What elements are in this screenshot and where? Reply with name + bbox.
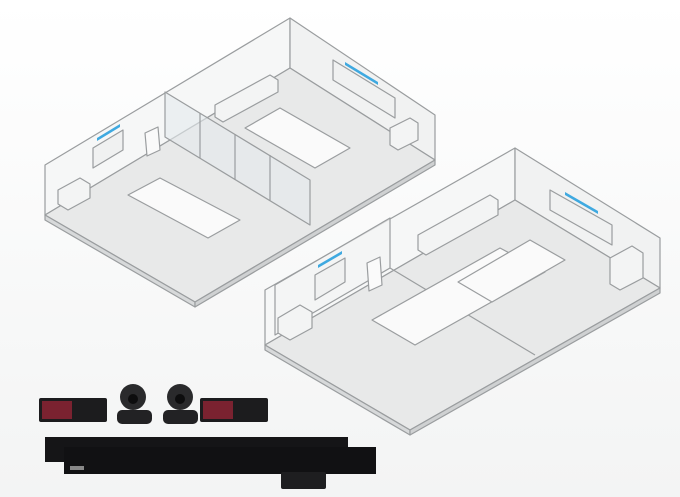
touch-panel xyxy=(39,398,107,422)
video-bar xyxy=(64,447,376,474)
compute-box xyxy=(281,472,326,489)
room-right xyxy=(264,147,661,436)
room-left xyxy=(44,17,436,308)
display-screen xyxy=(332,59,396,119)
display-screen xyxy=(314,257,346,301)
glass-partition xyxy=(164,91,311,226)
credenza xyxy=(57,177,91,211)
flipchart xyxy=(366,256,383,292)
credenza xyxy=(389,117,419,151)
ptz-camera xyxy=(117,384,152,424)
credenza xyxy=(214,74,279,123)
touch-panel xyxy=(200,398,268,422)
credenza xyxy=(609,245,644,291)
display-screen xyxy=(549,189,613,246)
credenza xyxy=(417,194,499,256)
display-screen xyxy=(92,129,124,169)
flipchart xyxy=(144,126,161,157)
conference-table xyxy=(457,239,566,303)
credenza xyxy=(277,304,313,341)
device-kit xyxy=(39,384,376,489)
conference-table xyxy=(127,177,241,239)
ptz-camera xyxy=(163,384,198,424)
conference-table xyxy=(244,107,351,169)
